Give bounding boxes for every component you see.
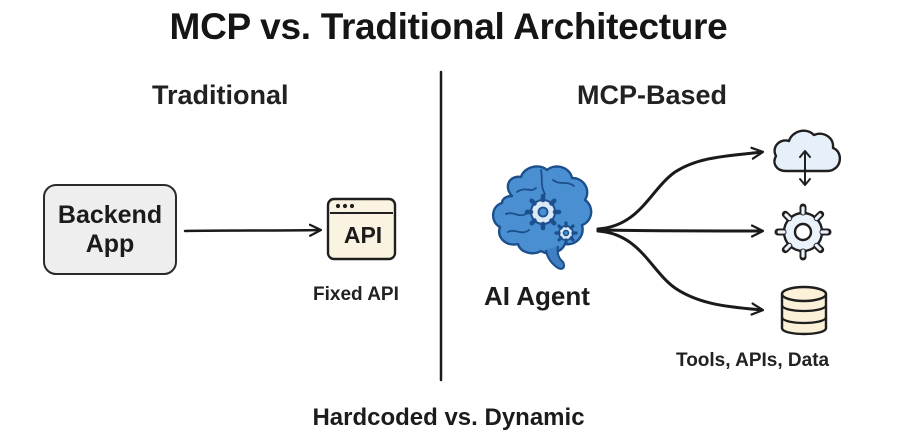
backend-app-label-line1: Backend (57, 200, 163, 229)
targets-caption: Tools, APIs, Data (676, 350, 830, 371)
page-title: MCP vs. Traditional Architecture (169, 6, 728, 47)
gear-icon (774, 203, 832, 261)
ai-agent-label: AI Agent (484, 281, 590, 311)
fixed-api-caption: Fixed API (313, 284, 399, 305)
footer-caption: Hardcoded vs. Dynamic (312, 404, 585, 431)
backend-app-label-line2: App (85, 229, 135, 258)
agent-to-gear-arrow (596, 230, 762, 231)
api-window-icon (326, 197, 397, 261)
mcp-based-heading: MCP-Based (577, 80, 728, 110)
agent-to-database-arrow (596, 229, 762, 310)
backend-to-api-arrow (183, 230, 320, 231)
database-icon (780, 285, 828, 336)
ai-brain-icon (491, 165, 593, 270)
api-label: API (343, 222, 383, 248)
traditional-heading: Traditional (152, 80, 289, 110)
backend-app-box: Backend App (43, 184, 177, 275)
cloud-sync-icon (773, 129, 842, 186)
agent-to-cloud-arrow (596, 152, 762, 231)
